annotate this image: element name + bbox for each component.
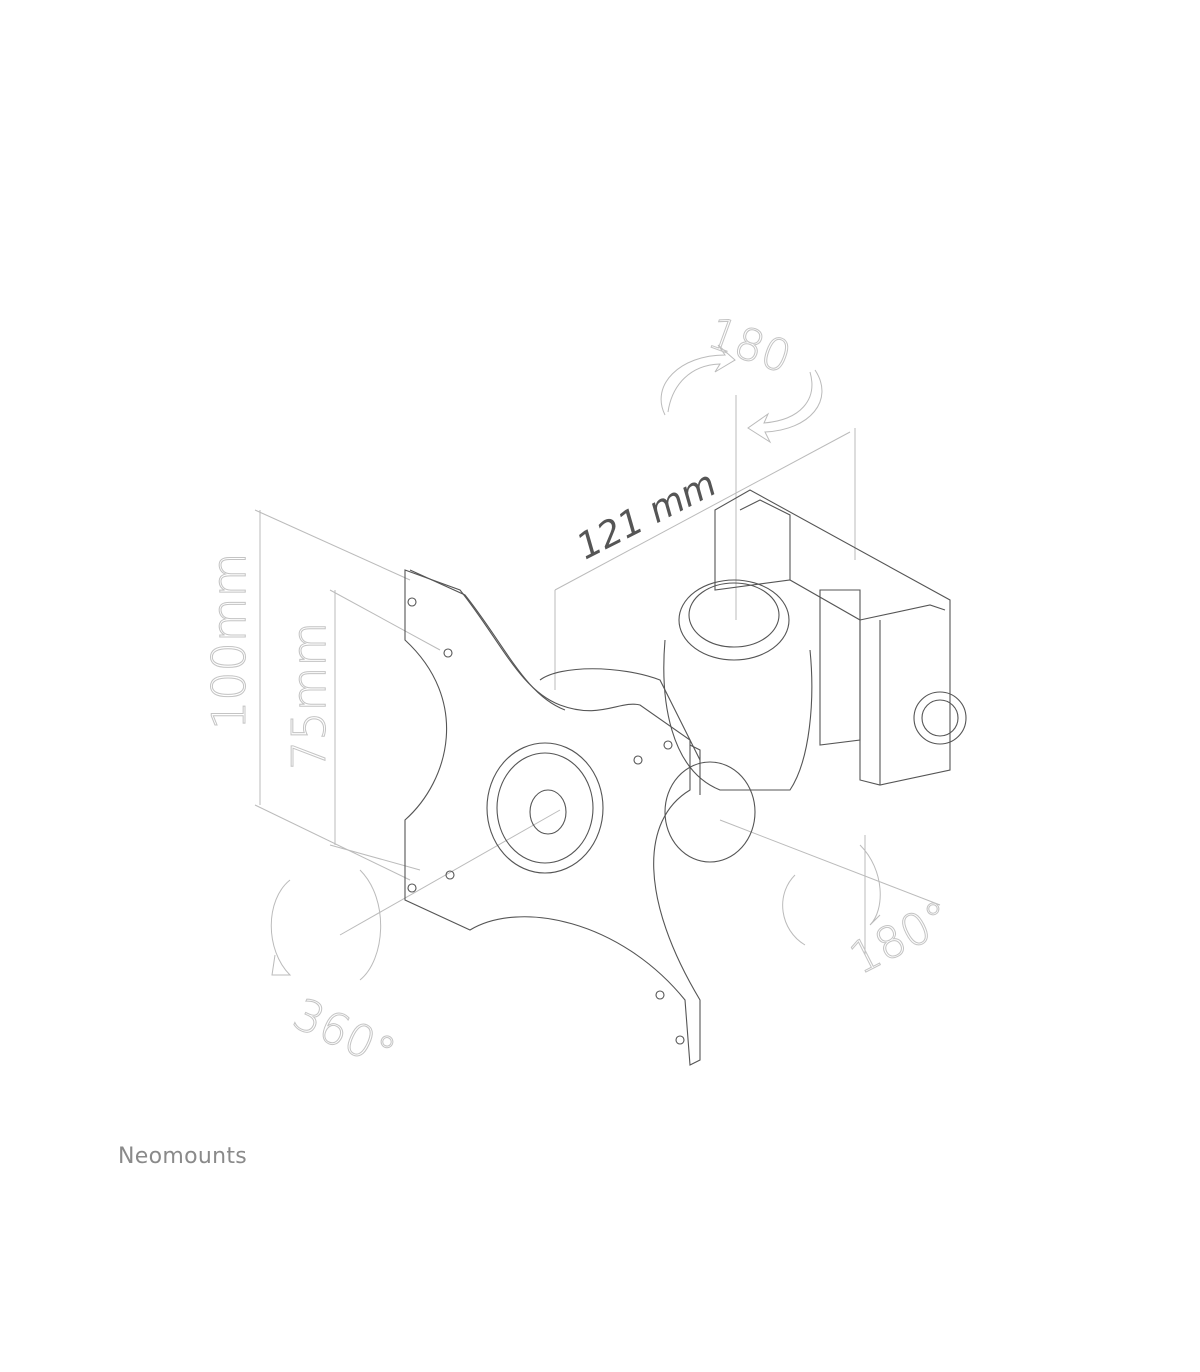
dim-100mm-label: 100mm xyxy=(202,553,256,730)
swivel-joint xyxy=(539,579,813,863)
brand-logo: Neomounts xyxy=(118,1144,248,1169)
dim-121mm-label: 121 mm xyxy=(570,463,723,568)
angle-tilt-label: 180° xyxy=(842,891,960,985)
knob-icon xyxy=(913,691,967,745)
vesa-plate xyxy=(404,569,701,1066)
angle-swivel-label: 180 xyxy=(701,307,797,384)
wall-bracket xyxy=(714,489,967,786)
dimension-lines xyxy=(254,395,941,955)
angle-rotate-label: 360° xyxy=(285,989,403,1080)
dim-75mm-label: 75mm xyxy=(282,622,336,770)
rotation-arrows xyxy=(270,344,881,981)
